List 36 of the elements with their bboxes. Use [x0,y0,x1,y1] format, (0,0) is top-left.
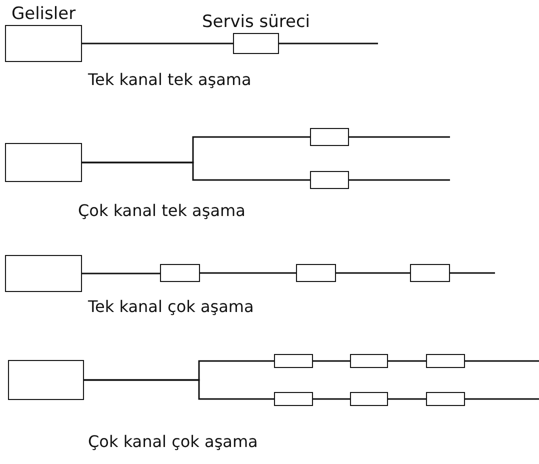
queue-box [410,264,450,282]
queue-box [350,354,388,368]
queue-box [310,128,349,146]
queue-box [310,171,349,189]
queue-box [8,360,84,400]
connector-line [279,42,378,44]
diagram-caption: Tek kanal tek aşama [88,70,252,89]
queue-box [296,264,336,282]
queue-box [5,255,82,292]
diagram-caption: Çok kanal çok aşama [88,432,258,451]
connector-line [349,179,450,181]
connector-line [388,398,426,400]
connector-line [349,136,450,138]
connector-line [465,360,539,362]
box-heading: Servis süreci [202,12,310,32]
connector-line [465,398,539,400]
connector-line [388,360,426,362]
queue-box [5,143,82,182]
connector-line [450,272,495,274]
queue-box [426,354,465,368]
queue-box [160,264,200,282]
connector-line [313,398,350,400]
connector-line [82,272,160,274]
queue-box [274,392,313,406]
connector-line [336,272,410,274]
box-heading: Gelisler [11,4,76,24]
diagram-caption: Çok kanal tek aşama [78,201,246,220]
connector-line [84,379,274,400]
diagram-caption: Tek kanal çok aşama [88,297,254,316]
connector-line [82,162,310,181]
connector-line [200,272,296,274]
queue-box [426,392,465,406]
connector-line [313,360,350,362]
queue-box [274,354,313,368]
queue-box [350,392,388,406]
connector-line [82,42,233,44]
